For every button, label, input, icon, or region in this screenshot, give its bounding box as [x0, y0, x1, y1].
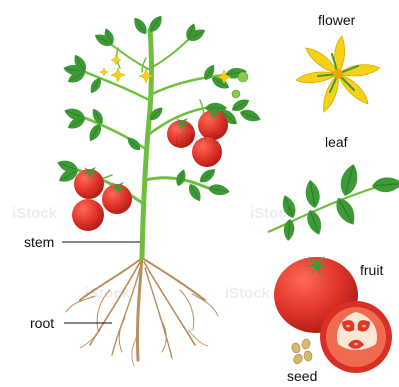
flower-detail	[296, 36, 380, 112]
label-root: root	[30, 315, 54, 331]
label-fruit: fruit	[360, 262, 383, 278]
watermark-text: iStock	[225, 285, 270, 302]
watermark-text: iStock	[85, 285, 130, 302]
leaf-detail	[268, 162, 399, 241]
label-seed: seed	[287, 368, 317, 384]
watermark-text: iStock	[175, 130, 220, 147]
watermark-text: iStock	[250, 205, 295, 222]
seed-detail	[291, 338, 313, 365]
label-stem: stem	[24, 234, 54, 250]
label-leaf: leaf	[325, 134, 348, 150]
watermark-text: iStock	[12, 205, 57, 222]
label-flower: flower	[318, 12, 355, 28]
root-system	[66, 255, 218, 366]
